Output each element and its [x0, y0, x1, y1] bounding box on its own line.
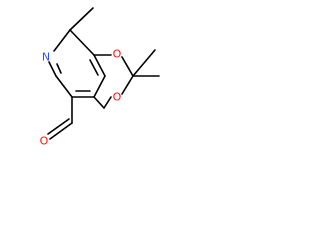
bond-n-c2 — [48, 61, 57, 77]
bond-cho-o-double — [47, 118, 70, 135]
methyl-bond-ring — [69, 7, 94, 31]
bond-c2-c3 — [55, 75, 73, 98]
bond-c6-c1 — [69, 29, 95, 56]
atom-labels: N O O O — [40, 48, 122, 148]
aldehyde-oxygen-label: O — [40, 135, 49, 148]
bond-cq-o-lower — [121, 75, 134, 95]
bond-c4-c5 — [93, 75, 106, 98]
ring-nitrogen-label: N — [42, 51, 50, 64]
bond-n-c2-inner — [56, 63, 62, 74]
bond-cho-o — [49, 122, 73, 140]
bond-o-lower-ch2 — [103, 96, 112, 109]
bond-ch2-c4 — [93, 96, 105, 109]
aldehyde-group — [47, 96, 73, 140]
dioxane-ring — [93, 54, 134, 109]
methyl-bond-gem-1 — [132, 49, 156, 77]
pyridine-ring — [48, 29, 106, 98]
ring-oxygen-upper-label: O — [113, 48, 122, 61]
bond-o-upper-cq — [121, 56, 134, 77]
bond-c5-c6-inner — [89, 59, 99, 76]
methyl-groups — [69, 7, 160, 77]
molecule-structure: N O O O — [40, 7, 160, 148]
bond-c1-n — [53, 29, 71, 52]
ring-oxygen-lower-label: O — [113, 91, 122, 104]
bond-c5-c6 — [93, 54, 106, 77]
